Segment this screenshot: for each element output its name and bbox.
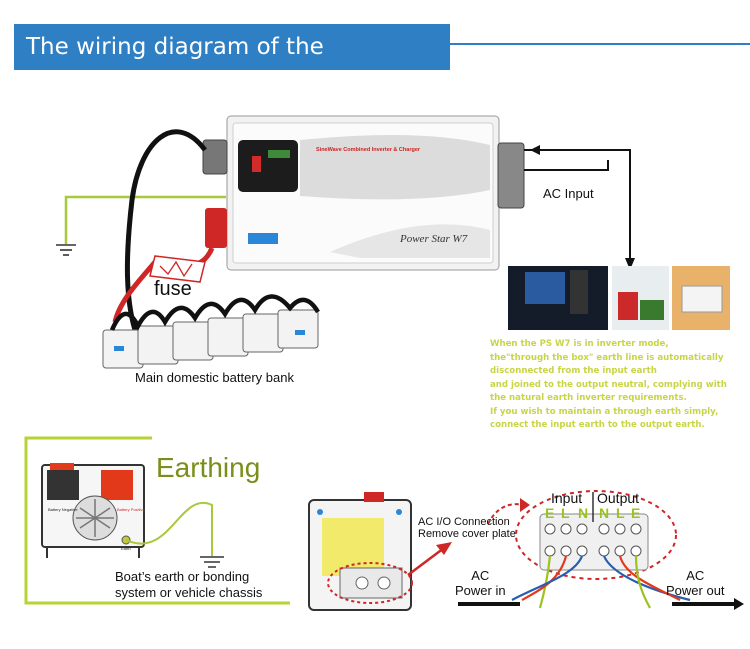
appliance-photos [508,266,730,330]
earthing-panel [24,436,290,605]
page-title: The wiring diagram of the installation [26,34,324,106]
fuse-label: fuse [154,278,192,300]
battery-positive-label: Battery Positive [117,507,145,512]
chassis-earth-wire [56,195,226,256]
io-line: AC I/O Connection [418,516,510,528]
note-line: disconnected from the input earth [490,366,657,376]
terminal-block [515,490,677,580]
note-line: the"through the box" earth line is autom… [490,352,724,363]
caption-line: Boat’s earth or bonding [115,569,250,584]
ac-io-unit [308,492,530,611]
ac-input-label: AC Input [543,186,594,201]
note-line: When the PS W7 is in inverter mode, [490,339,669,349]
ac-in-line: AC [471,568,490,583]
input-label: Input [551,490,583,506]
earthing-caption: Boat’s earth or bonding system or vehicl… [115,569,262,601]
ac-wires [458,555,744,610]
earthing-title: Earthing [156,452,261,483]
brand-logo-text: Power Star W7 [400,233,468,245]
title-banner: The wiring diagram of the installation [14,24,450,106]
note-line: and joined to the output neutral, comply… [490,379,727,390]
note-line: If you wish to maintain a through earth … [490,406,719,417]
inverter-mode-note: When the PS W7 is in inverter mode, the"… [490,338,748,433]
ac-power-in-label: AC Power in [455,568,506,598]
note-line: the natural earth inverter requirements. [490,393,687,403]
terminal-label: L [561,505,570,521]
ac-io-connection-label: AC I/O Connection Remove cover plate [418,516,516,540]
battery-bank [102,294,320,369]
terminal-label: E [631,505,641,521]
title-rule [450,43,750,45]
note-line: connect the input earth to the output ea… [490,420,705,430]
output-label: Output [597,490,640,506]
terminal-label: E [545,505,555,521]
ac-input-wiring [497,142,635,270]
ac-power-out-label: AC Power out [666,568,725,598]
battery-negative-label: Battery Negative [48,507,78,512]
caption-line: system or vehicle chassis [115,585,263,600]
inverter-panel-tag: SineWave Combined Inverter & Charger [316,147,421,153]
ac-in-line: Power in [455,583,506,598]
io-line: Remove cover plate [418,528,516,540]
positive-terminal [101,470,133,500]
display-window [248,233,278,244]
control-panel [238,140,298,192]
terminal-label: L [616,505,625,521]
terminal-label: N [578,505,589,521]
negative-terminal [47,470,79,500]
fuse-symbol [149,255,206,283]
ac-out-line: Power out [666,583,725,598]
ac-out-line: AC [686,568,705,583]
battery-bank-label: Main domestic battery bank [135,370,294,385]
earth-terminal-label: Earth [121,546,131,551]
inverter-unit [226,115,500,271]
terminal-label: N [599,505,610,521]
